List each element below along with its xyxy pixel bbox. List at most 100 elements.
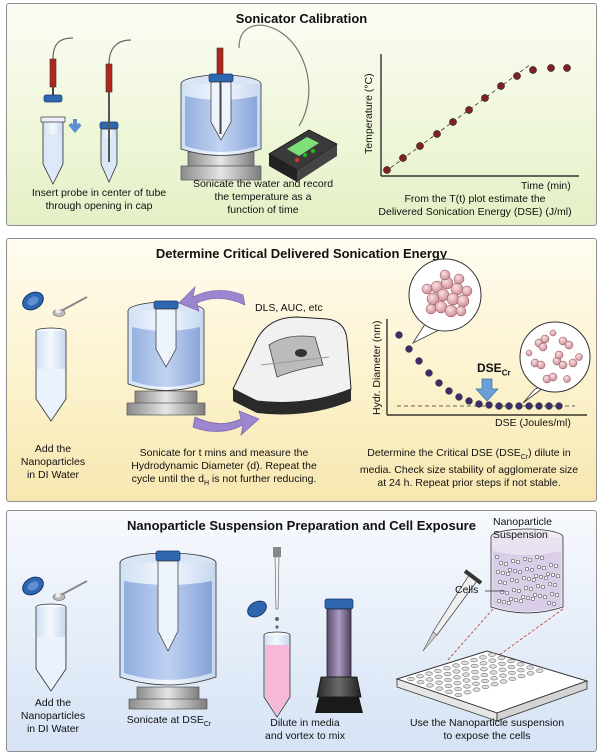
caption-text: Sonicate at DSE <box>126 714 204 726</box>
caption-line: Suspension <box>493 529 548 541</box>
diameter-point <box>495 402 503 410</box>
suspension-particle <box>524 566 530 572</box>
suspension-particle <box>527 557 533 563</box>
suspension-particle <box>533 573 539 579</box>
plate-well <box>452 663 460 668</box>
plot1-y-label: Temperature (°C) <box>363 73 375 154</box>
suspension-particle <box>537 593 543 599</box>
temperature-data-points <box>383 64 571 174</box>
suspension-particle <box>525 595 531 601</box>
dse-critical-text: DSE <box>477 361 502 375</box>
suspension-particle <box>546 600 552 606</box>
suspension-particle <box>521 575 527 581</box>
dse-critical-arrow-icon <box>475 378 499 402</box>
dse-critical-subscript: Cr <box>501 368 511 378</box>
arrow-down-icon <box>68 119 82 134</box>
media-tube-icon <box>263 631 291 718</box>
diameter-point <box>465 397 473 405</box>
suspension-particle <box>526 576 532 582</box>
plate-well <box>407 676 415 682</box>
temperature-point <box>465 106 473 114</box>
plate-well <box>463 684 471 689</box>
suspension-particle <box>504 590 510 596</box>
suspension-particle <box>518 598 524 604</box>
suspension-particle <box>536 564 542 570</box>
suspension-particle <box>511 587 517 593</box>
plate-well <box>444 683 453 688</box>
plate-well <box>489 670 498 675</box>
temperature-point <box>547 64 555 72</box>
plate-well <box>480 667 488 672</box>
plate-well <box>435 686 444 691</box>
caption-subscript: H <box>203 480 210 488</box>
suspension-particle <box>541 565 547 571</box>
plate-well <box>443 666 451 671</box>
diameter-point <box>475 400 483 408</box>
caption-line: Sonicate the water and record <box>192 178 334 190</box>
caption-line: Add the <box>34 443 72 455</box>
plate-well <box>462 678 471 683</box>
plate-well <box>453 675 461 680</box>
panel2-step2-caption: Sonicate for t mins and measure the Hydr… <box>111 447 337 490</box>
plate-well <box>461 666 470 671</box>
zoom-line-left <box>446 608 494 662</box>
caption-text: is not further reducing. <box>209 473 317 485</box>
plate-well <box>470 658 478 663</box>
diameter-point <box>395 331 403 339</box>
sonicator-bath-icon <box>119 550 217 710</box>
plate-well <box>507 664 516 670</box>
probe-icon <box>43 37 74 103</box>
suspension-particle <box>506 600 512 606</box>
plate-well <box>516 662 525 667</box>
caption-line: media. Check size stability of agglomera… <box>359 464 579 477</box>
panel-critical-dse: Determine Critical Delivered Sonication … <box>6 238 597 502</box>
caption-line: Add the <box>34 697 72 709</box>
suspension-particle <box>552 582 558 588</box>
suspension-particle <box>540 584 546 590</box>
panel1-step2-caption: Sonicate the water and record the temper… <box>173 178 353 217</box>
plate-well <box>535 668 544 673</box>
caption-line: the temperature as a <box>214 191 312 203</box>
sonicator-bath-icon <box>180 24 310 181</box>
diameter-point <box>535 402 543 410</box>
diameter-point <box>505 402 513 410</box>
plot1-x-label: Time (min) <box>521 180 571 192</box>
plot2-x-label: DSE (Joules/ml) <box>495 417 571 429</box>
panel3-step1-caption: Add the Nanoparticles in DI Water <box>11 697 95 736</box>
plate-well <box>490 676 498 681</box>
panel2-step1-caption: Add the Nanoparticles in DI Water <box>11 443 95 482</box>
caption-text: ) dilute in <box>528 447 571 459</box>
diameter-data-points <box>395 331 563 410</box>
caption-line: in DI Water <box>26 469 80 481</box>
caption-line: Nanoparticle <box>493 516 552 528</box>
dse-critical-label: DSECr <box>477 361 511 377</box>
temperature-point <box>433 130 441 138</box>
suspension-particle <box>532 592 538 598</box>
plate-well <box>499 679 508 684</box>
panel2-title: Determine Critical Delivered Sonication … <box>155 246 448 261</box>
plate-well <box>507 659 515 664</box>
suspension-particle <box>538 574 544 580</box>
plate-well <box>416 680 425 685</box>
plate-well <box>454 687 462 692</box>
suspension-particles <box>494 554 561 607</box>
instrument-label: DLS, AUC, etc <box>255 302 323 314</box>
plate-well <box>462 672 470 677</box>
plate-well <box>499 673 507 678</box>
caption-line: and vortex to mix <box>265 730 345 742</box>
diameter-point <box>515 402 523 410</box>
plate-well <box>508 676 517 681</box>
suspension-particle <box>550 572 556 578</box>
suspension-particle <box>535 583 541 589</box>
suspension-particle <box>505 571 511 577</box>
temperature-point <box>383 166 391 174</box>
suspension-particle <box>502 580 508 586</box>
suspension-particle <box>545 571 551 577</box>
suspension-particle <box>512 568 518 574</box>
suspension-particle <box>549 591 555 597</box>
suspension-particle <box>551 601 557 607</box>
cap-icon <box>247 600 267 618</box>
panel1-title: Sonicator Calibration <box>235 11 368 26</box>
centrifuge-tube-icon <box>35 603 67 692</box>
caption-line: Determine the Critical DSE (DSECr) dilut… <box>347 447 591 464</box>
